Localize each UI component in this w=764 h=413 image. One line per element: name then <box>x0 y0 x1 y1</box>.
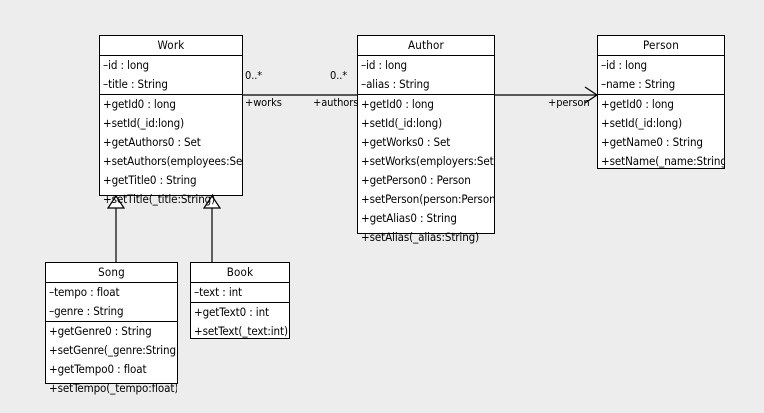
method-item: +getAlias0 : String <box>361 211 457 225</box>
method-item: +setAlias(_alias:String) <box>361 230 480 244</box>
class-box-person[interactable]: Person –id : long –name : String +getId0… <box>597 35 725 169</box>
multiplicity-work-end: 0..* <box>245 69 263 82</box>
class-methods-song: +getGenre0 : String +setGenre(_genre:Str… <box>46 322 177 398</box>
method-item: +setTitle(_title:String) <box>103 192 216 206</box>
role-label-works: +works <box>245 96 282 109</box>
class-name-song: Song <box>46 263 177 283</box>
attribute-item: –id : long <box>103 58 150 72</box>
class-name-author: Author <box>358 36 494 56</box>
method-item: +setName(_name:String) <box>601 154 724 168</box>
method-item: +setPerson(person:Person) <box>361 192 494 206</box>
method-item: +getName0 : String <box>601 135 703 149</box>
class-attributes-book: –text : int <box>191 283 289 303</box>
method-item: +getId0 : long <box>103 97 176 111</box>
attribute-item: –tempo : float <box>49 285 120 299</box>
method-item: +setId(_id:long) <box>103 116 185 130</box>
method-item: +setId(_id:long) <box>361 116 443 130</box>
attribute-item: –id : long <box>361 58 408 72</box>
role-label-person: +person <box>548 96 590 109</box>
method-item: +setId(_id:long) <box>601 116 683 130</box>
method-item: +getId0 : long <box>361 97 434 111</box>
attribute-item: –title : String <box>103 77 168 91</box>
multiplicity-author-end: 0..* <box>330 69 348 82</box>
class-methods-person: +getId0 : long +setId(_id:long) +getName… <box>598 95 724 171</box>
method-item: +getWorks0 : Set <box>361 135 451 149</box>
method-item: +setAuthors(employees:Set) <box>103 154 242 168</box>
method-item: +getTempo0 : float <box>49 362 147 376</box>
class-methods-work: +getId0 : long +setId(_id:long) +getAuth… <box>100 95 242 209</box>
method-item: +getGenre0 : String <box>49 324 152 338</box>
class-methods-author: +getId0 : long +setId(_id:long) +getWork… <box>358 95 494 247</box>
method-item: +setText(_text:int) <box>194 324 288 338</box>
class-attributes-work: –id : long –title : String <box>100 56 242 95</box>
class-box-work[interactable]: Work –id : long –title : String +getId0 … <box>99 35 243 206</box>
attribute-item: –alias : String <box>361 77 430 91</box>
attribute-item: –id : long <box>601 58 648 72</box>
method-item: +getId0 : long <box>601 97 674 111</box>
class-name-work: Work <box>100 36 242 56</box>
method-item: +setTempo(_tempo:float) <box>49 381 177 395</box>
method-item: +getText0 : int <box>194 305 269 319</box>
class-attributes-author: –id : long –alias : String <box>358 56 494 95</box>
method-item: +getAuthors0 : Set <box>103 135 201 149</box>
class-attributes-song: –tempo : float –genre : String <box>46 283 177 322</box>
class-box-song[interactable]: Song –tempo : float –genre : String +get… <box>45 262 178 395</box>
class-name-person: Person <box>598 36 724 56</box>
method-item: +setGenre(_genre:String) <box>49 343 177 357</box>
method-item: +getTitle0 : String <box>103 173 197 187</box>
attribute-item: –name : String <box>601 77 676 91</box>
class-box-author[interactable]: Author –id : long –alias : String +getId… <box>357 35 495 244</box>
method-item: +getPerson0 : Person <box>361 173 471 187</box>
generalization-triangle-book <box>202 194 222 209</box>
class-attributes-person: –id : long –name : String <box>598 56 724 95</box>
attribute-item: –genre : String <box>49 304 124 318</box>
method-item: +setWorks(employers:Set) <box>361 154 494 168</box>
generalization-triangle-song <box>106 194 126 209</box>
role-label-authors: +authors <box>313 96 359 109</box>
class-box-book[interactable]: Book –text : int +getText0 : int +setTex… <box>190 262 290 339</box>
class-name-book: Book <box>191 263 289 283</box>
class-methods-book: +getText0 : int +setText(_text:int) <box>191 303 289 341</box>
attribute-item: –text : int <box>194 285 243 299</box>
